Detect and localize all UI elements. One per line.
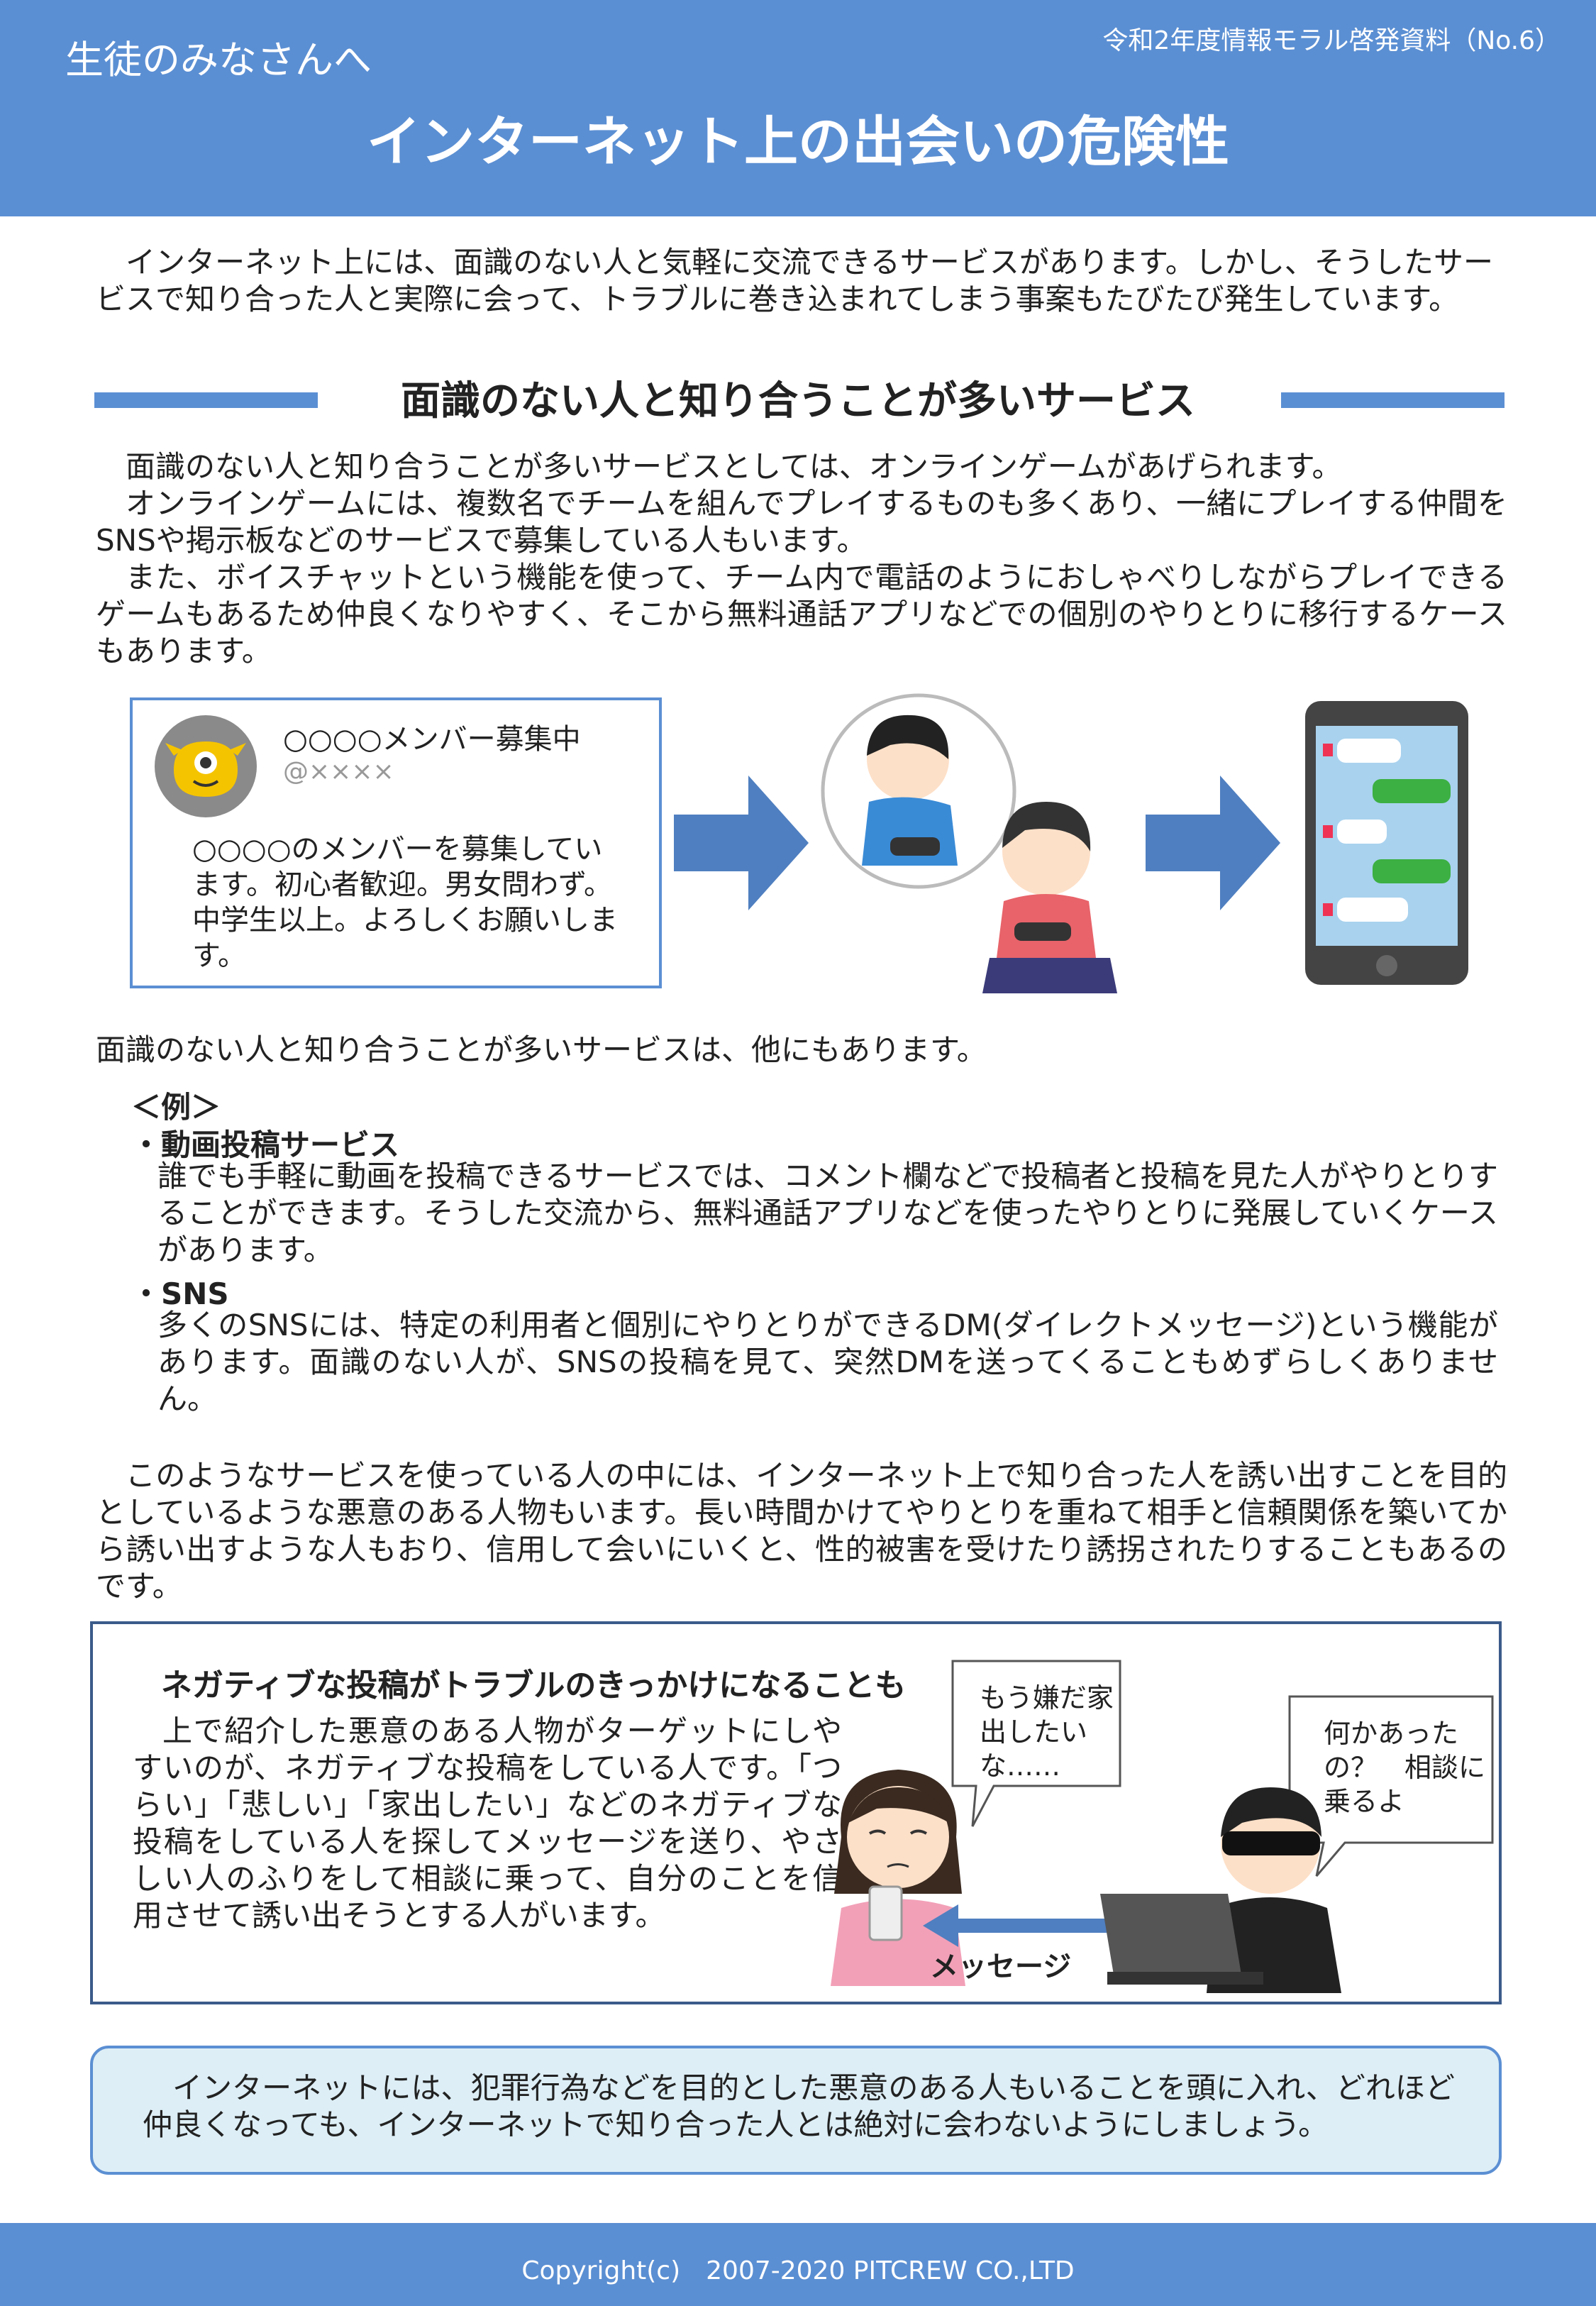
conclusion-text: インターネットには、犯罪行為などを目的とした悪意のある人もいることを頭に入れ、ど…	[143, 2070, 1455, 2142]
page-footer: Copyright(c) 2007-2020 PITCREW CO.,LTD	[0, 2223, 1596, 2306]
section-heading: 面識のない人と知り合うことが多いサービス	[401, 378, 1195, 424]
danger-text: このようなサービスを使っている人の中には、インターネット上で知り合った人を誘い出…	[96, 1458, 1507, 1604]
girl-speech-text: もう嫌だ家出したいな……	[980, 1682, 1114, 1782]
document-reference: 令和2年度情報モラル啓発資料（No.6）	[1102, 26, 1561, 55]
gaming-kids-illustration	[821, 693, 1117, 993]
smartphone-chat-icon	[1305, 701, 1468, 985]
example-text: 多くのSNSには、特定の利用者と個別にやりとりができるDM(ダイレクトメッセージ…	[157, 1308, 1498, 1416]
copyright-text: Copyright(c) 2007-2020 PITCREW CO.,LTD	[521, 2256, 1075, 2285]
section-paragraph: 面識のない人と知り合うことが多いサービスとしては、オンラインゲームがあげられます…	[126, 449, 1342, 484]
right-arrow-icon	[1146, 776, 1280, 910]
message-label: メッセージ	[930, 1951, 1072, 1983]
right-arrow-icon	[674, 776, 809, 910]
man-speech-text: 何かあったの？ 相談に乗るよ	[1324, 1718, 1486, 1817]
warning-title: ネガティブな投稿がトラブルのきっかけになることも	[161, 1667, 907, 1704]
section-paragraph: オンラインゲームには、複数名でチームを組んでプレイするものも多くあり、一緒にプレ…	[96, 486, 1507, 558]
page-header: 生徒のみなさんへ 令和2年度情報モラル啓発資料（No.6） インターネット上の出…	[0, 0, 1596, 216]
post-body: ○○○○のメンバーを募集しています。初心者歓迎。男女問わず。中学生以上。よろしく…	[192, 833, 618, 972]
conclusion-body: インターネットには、犯罪行為などを目的とした悪意のある人もいることを頭に入れ、ど…	[143, 2070, 1455, 2144]
section-body: 面識のない人と知り合うことが多いサービスとしては、オンラインゲームがあげられます…	[96, 448, 1507, 670]
post-author-name: ○○○○メンバー募集中	[283, 723, 581, 756]
example-title: ・動画投稿サービス	[131, 1127, 400, 1162]
page-title: インターネット上の出会いの危険性	[367, 110, 1229, 173]
conclusion-box: インターネットには、犯罪行為などを目的とした悪意のある人もいることを頭に入れ、ど…	[90, 2046, 1502, 2175]
example-title: ・SNS	[131, 1276, 229, 1311]
warning-body: 上で紹介した悪意のある人物がターゲットにしやすいのが、ネガティブな投稿をしている…	[133, 1713, 842, 1934]
message-arrow-icon	[923, 1904, 1171, 1947]
post-author-handle: @××××	[283, 757, 394, 786]
speech-bubble	[951, 1660, 1121, 1827]
intro-text: インターネット上には、面識のない人と気軽に交流できるサービスがあります。しかし、…	[96, 245, 1493, 316]
other-services-text: 面識のない人と知り合うことが多いサービスは、他にもあります。	[96, 1032, 987, 1067]
warning-box: ネガティブな投稿がトラブルのきっかけになることも 上で紹介した悪意のある人物がタ…	[90, 1621, 1502, 2004]
warning-text: 上で紹介した悪意のある人物がターゲットにしやすいのが、ネガティブな投稿をしている…	[133, 1714, 842, 1933]
section-paragraph: また、ボイスチャットという機能を使って、チーム内で電話のようにおしゃべりしながら…	[96, 560, 1507, 668]
audience-label: 生徒のみなさんへ	[65, 38, 372, 82]
danger-paragraph: このようなサービスを使っている人の中には、インターネット上で知り合った人を誘い出…	[96, 1457, 1507, 1605]
intro-paragraph: インターネット上には、面識のない人と気軽に交流できるサービスがあります。しかし、…	[96, 244, 1493, 318]
heading-bar-left	[94, 392, 318, 408]
example-text: 誰でも手軽に動画を投稿できるサービスでは、コメント欄などで投稿者と投稿を見た人が…	[157, 1159, 1498, 1267]
monster-avatar-icon	[155, 715, 257, 817]
recruitment-post-card: ○○○○メンバー募集中 @×××× ○○○○のメンバーを募集しています。初心者歓…	[130, 697, 662, 988]
examples-label: ＜例＞	[131, 1090, 221, 1125]
masked-man-laptop-illustration	[1100, 1787, 1341, 1993]
heading-bar-right	[1281, 392, 1504, 408]
